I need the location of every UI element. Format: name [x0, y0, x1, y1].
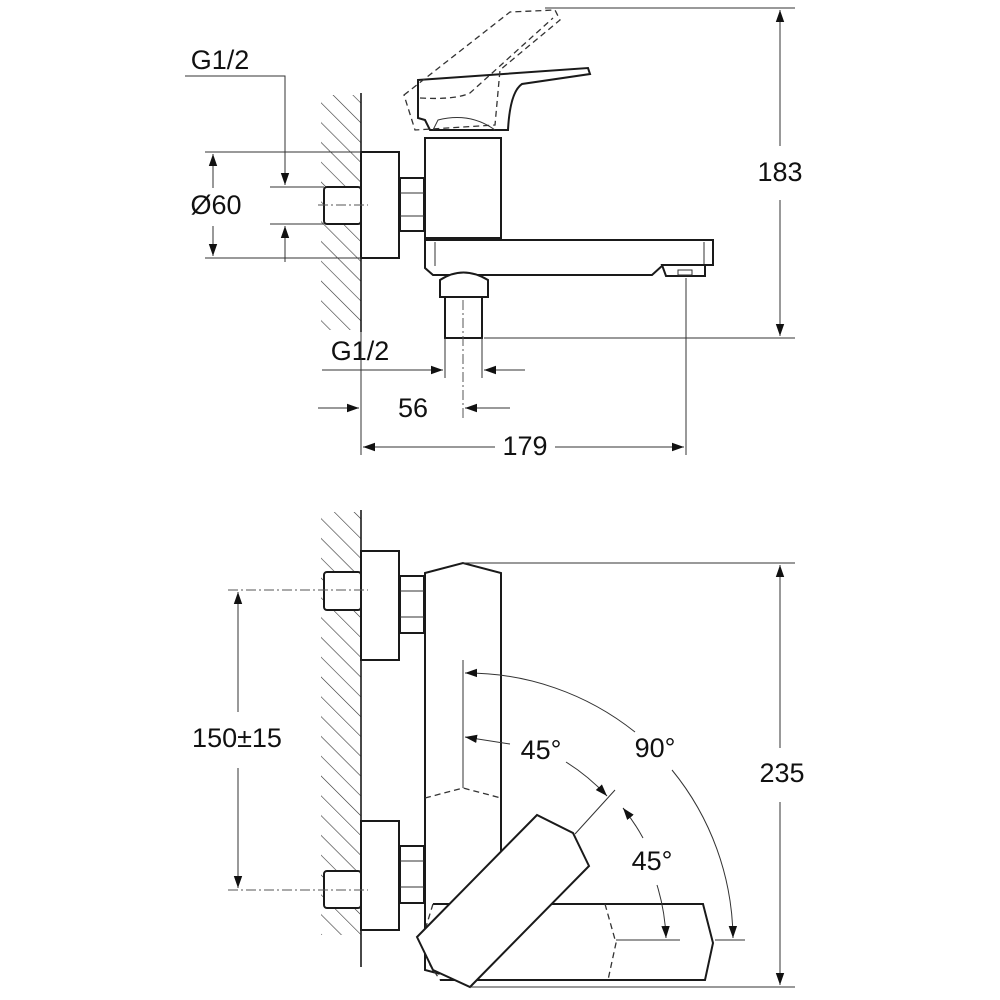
dim-depth: 235 [759, 758, 804, 788]
upper-inlet-stub [323, 571, 362, 611]
wall-flange [360, 151, 400, 259]
dim-height: 183 [757, 157, 802, 187]
dim-outlet-thread: G1/2 [331, 336, 390, 366]
side-view: 183 G1/2 Ø60 G1/2 56 179 [185, 7, 803, 461]
hex-nut [399, 177, 425, 232]
lever-45-position [415, 813, 591, 989]
dim-inlet-spacing: 150±15 [192, 723, 282, 753]
lower-flange [360, 820, 400, 931]
mixer-body [424, 137, 502, 239]
dim-outlet-offset: 56 [398, 393, 428, 423]
dim-flange-diameter: Ø60 [190, 190, 241, 220]
angle-90: 90° [635, 733, 676, 763]
spout [424, 239, 714, 276]
angle-45-first: 45° [521, 735, 562, 765]
lever-handle [417, 66, 592, 131]
upper-nut [399, 575, 425, 634]
lever-raised-outline [403, 9, 561, 131]
outlet-connector [439, 271, 489, 298]
dim-projection: 179 [502, 431, 547, 461]
upper-flange [360, 550, 400, 661]
arc-90 [464, 668, 636, 733]
lower-nut [399, 845, 425, 904]
dim-inlet-thread: G1/2 [191, 45, 250, 75]
top-view: 235 150±15 90° 45° 45° [192, 510, 805, 989]
angle-45-second: 45° [632, 846, 673, 876]
